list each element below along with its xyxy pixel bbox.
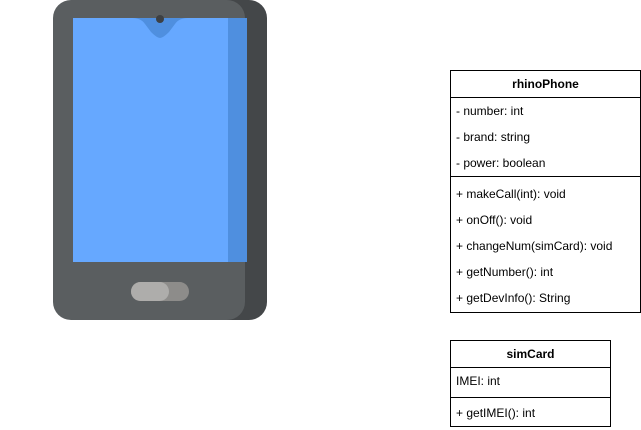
attributes-section: IMEI: int xyxy=(451,368,610,397)
class-name: simCard xyxy=(451,341,610,368)
uml-class-simcard[interactable]: simCard IMEI: int + getIMEI(): int xyxy=(450,340,611,427)
attribute-row[interactable]: - brand: string xyxy=(456,130,531,144)
attribute-row[interactable]: IMEI: int xyxy=(456,374,501,388)
section-divider xyxy=(451,176,640,177)
operation-row[interactable]: + getDevInfo(): String xyxy=(456,291,571,305)
attribute-row[interactable]: - power: boolean xyxy=(456,156,546,170)
class-name: rhinoPhone xyxy=(451,71,640,98)
operation-row[interactable]: + getIMEI(): int xyxy=(456,406,536,420)
phone-camera xyxy=(156,15,164,23)
uml-class-rhinophone[interactable]: rhinoPhone - number: int - brand: string… xyxy=(450,70,641,313)
operation-row[interactable]: + onOff(): void xyxy=(456,213,533,227)
attribute-row[interactable]: - number: int xyxy=(456,104,524,118)
section-divider xyxy=(451,397,610,398)
operations-section: + makeCall(int): void + onOff(): void + … xyxy=(451,177,640,311)
attributes-section: - number: int - brand: string - power: b… xyxy=(451,98,640,176)
operation-row[interactable]: + getNumber(): int xyxy=(456,265,554,279)
operation-row[interactable]: + changeNum(simCard): void xyxy=(456,239,613,253)
phone-home-button-highlight xyxy=(131,282,169,301)
phone-illustration xyxy=(53,0,267,321)
phone-icon xyxy=(53,0,267,320)
operations-section: + getIMEI(): int xyxy=(451,398,610,427)
operation-row[interactable]: + makeCall(int): void xyxy=(456,187,566,201)
phone-screen xyxy=(73,18,228,262)
